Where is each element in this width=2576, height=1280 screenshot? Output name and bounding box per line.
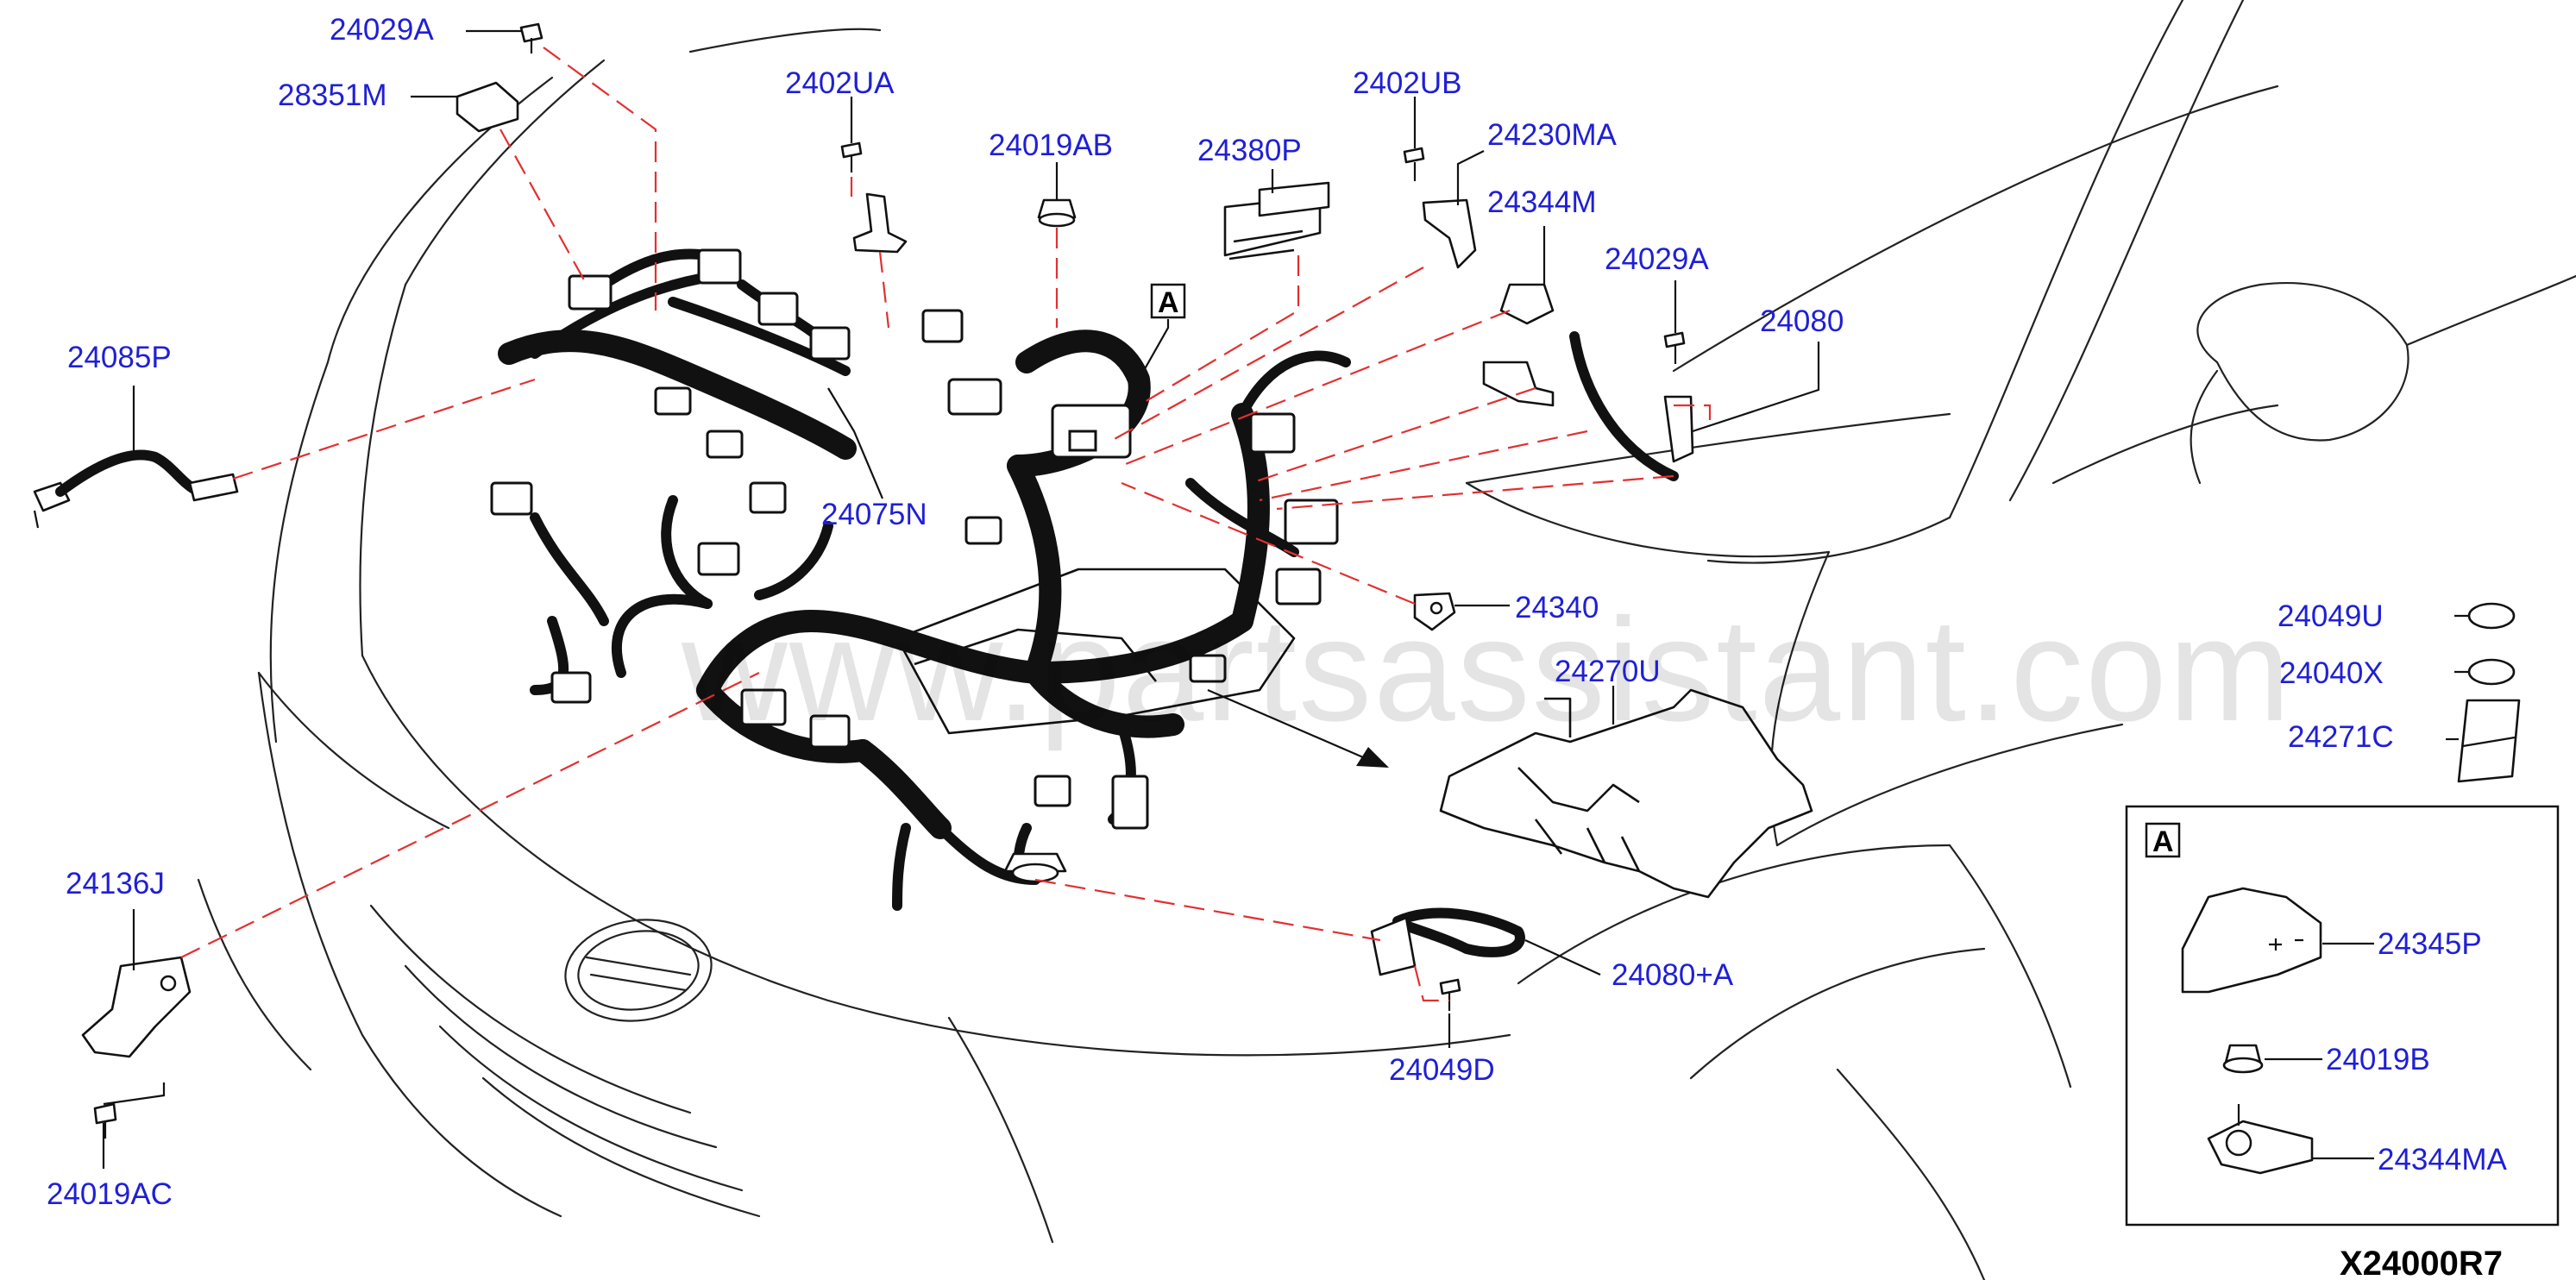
part-labels: 24029A 28351M 2402UA 24019AB 24380P 2402… xyxy=(47,13,2507,1211)
label-24049d: 24049D xyxy=(1389,1053,1495,1087)
label-24080: 24080 xyxy=(1760,304,1844,338)
label-24340: 24340 xyxy=(1515,591,1599,624)
label-24380p: 24380P xyxy=(1197,134,1302,167)
inset-marker-a: A xyxy=(2152,825,2174,858)
label-24075n: 24075N xyxy=(821,498,927,531)
label-24344m: 24344M xyxy=(1487,185,1596,219)
label-2402ub: 2402UB xyxy=(1353,66,1461,100)
label-24019b: 24019B xyxy=(2326,1043,2430,1076)
label-24019ac: 24019AC xyxy=(47,1177,173,1211)
label-24080-a: 24080+A xyxy=(1612,958,1734,992)
leader-lines xyxy=(102,29,2469,1169)
label-24270u: 24270U xyxy=(1555,655,1661,688)
label-24049u: 24049U xyxy=(2278,599,2384,633)
label-24345p: 24345P xyxy=(2378,927,2482,961)
detail-inset-a: A xyxy=(2125,805,2560,1227)
label-24136j: 24136J xyxy=(66,867,165,900)
label-24040x: 24040X xyxy=(2279,656,2384,690)
label-24085p: 24085P xyxy=(67,341,172,374)
label-28351m: 28351M xyxy=(278,78,386,112)
label-2402ua: 2402UA xyxy=(785,66,895,100)
label-24029a-top: 24029A xyxy=(330,13,434,47)
loose-parts xyxy=(33,22,2521,1139)
label-24029a-right: 24029A xyxy=(1605,242,1709,276)
label-24344ma: 24344MA xyxy=(2378,1143,2507,1176)
label-24019ab: 24019AB xyxy=(989,129,1113,162)
label-24271c: 24271C xyxy=(2288,720,2394,754)
label-24230ma: 24230MA xyxy=(1487,118,1617,152)
callout-dashed-lines xyxy=(180,47,1712,1002)
view-marker-a: A xyxy=(1158,286,1179,319)
engine-harness-assembly: A xyxy=(490,248,1389,911)
diagram-code: X24000R7 xyxy=(2340,1245,2503,1280)
watermark: www.partsassistant.com xyxy=(681,588,2292,752)
